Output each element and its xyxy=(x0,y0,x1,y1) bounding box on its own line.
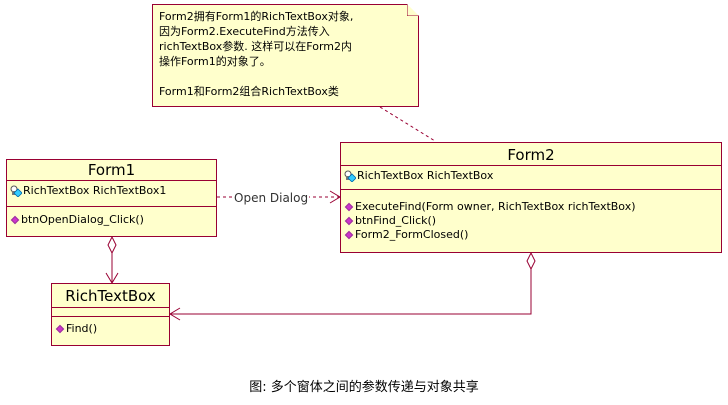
class-richtextbox[interactable]: RichTextBox Find() xyxy=(51,283,170,346)
form2-aggregation-arrowhead xyxy=(169,307,181,321)
operation-text: Find() xyxy=(66,322,98,335)
operation-item: ExecuteFind(Form owner, RichTextBox rich… xyxy=(344,200,719,214)
note-blank-line xyxy=(159,69,412,84)
class-form2-operations: ExecuteFind(Form owner, RichTextBox rich… xyxy=(341,190,721,246)
note-fold-corner xyxy=(407,4,419,16)
operation-item: Find() xyxy=(55,322,167,336)
method-icon xyxy=(344,216,354,226)
operation-text: Form2_FormClosed() xyxy=(355,228,469,241)
operation-text: ExecuteFind(Form owner, RichTextBox rich… xyxy=(355,200,636,213)
uml-note: Form2拥有Form1的RichTextBox对象, 因为Form2.Exec… xyxy=(152,4,419,107)
operation-item: btnOpenDialog_Click() xyxy=(10,213,214,227)
note-anchor-line xyxy=(379,106,436,142)
class-form2-attributes: RichTextBox RichTextBox xyxy=(341,166,721,190)
class-richtextbox-operations: Find() xyxy=(52,317,169,340)
note-line: Form2拥有Form1的RichTextBox对象, xyxy=(159,10,354,23)
class-richtextbox-attributes xyxy=(52,308,169,317)
form2-aggregation-line xyxy=(170,269,532,315)
form1-aggregation-diamond xyxy=(107,235,117,255)
method-icon xyxy=(344,230,354,240)
operation-item: Form2_FormClosed() xyxy=(344,228,719,242)
class-form1-name: Form1 xyxy=(7,160,216,181)
protected-field-icon xyxy=(344,170,357,183)
figure-caption: 图: 多个窗体之间的参数传递与对象共享 xyxy=(249,380,479,395)
class-form1-operations: btnOpenDialog_Click() xyxy=(7,207,216,231)
class-form2[interactable]: Form2 RichTextBox RichTextBox ExecuteFin… xyxy=(340,142,722,253)
attribute-item: RichTextBox RichTextBox xyxy=(344,169,719,183)
note-line: richTextBox参数. 这样可以在Form2内 xyxy=(159,40,352,53)
note-line: 因为Form2.ExecuteFind方法传入 xyxy=(159,25,330,38)
operation-text: btnOpenDialog_Click() xyxy=(21,213,144,226)
form2-aggregation-diamond xyxy=(526,251,536,271)
attribute-text: RichTextBox RichTextBox xyxy=(357,169,494,182)
operation-text: btnFind_Click() xyxy=(355,214,437,227)
attribute-item: RichTextBox RichTextBox1 xyxy=(10,184,214,198)
note-line: Form1和Form2组合RichTextBox类 xyxy=(159,85,339,98)
operation-item: btnFind_Click() xyxy=(344,214,719,228)
method-icon xyxy=(55,324,65,334)
class-form1-attributes: RichTextBox RichTextBox1 xyxy=(7,181,216,207)
note-line: 操作Form1的对象了。 xyxy=(159,55,271,68)
dependency-label: Open Dialog xyxy=(233,191,310,205)
class-form1[interactable]: Form1 RichTextBox RichTextBox1 btnOpenDi… xyxy=(6,159,217,237)
attribute-text: RichTextBox RichTextBox1 xyxy=(23,184,167,197)
class-form2-name: Form2 xyxy=(341,143,721,166)
method-icon xyxy=(10,215,20,225)
class-richtextbox-name: RichTextBox xyxy=(52,284,169,308)
protected-field-icon xyxy=(10,185,23,198)
method-icon xyxy=(344,202,354,212)
